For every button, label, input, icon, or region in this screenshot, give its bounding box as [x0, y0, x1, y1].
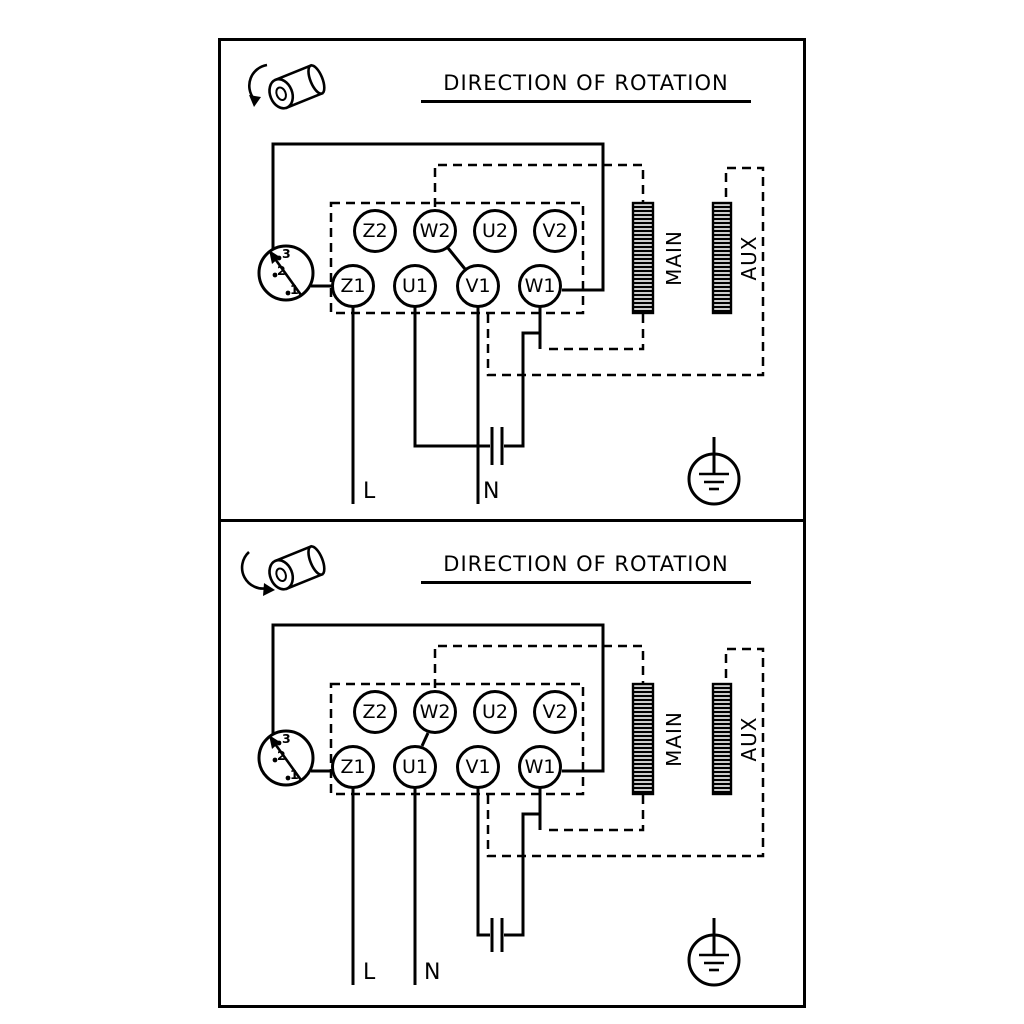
- rotation-diagram-panel-1: DIRECTION OF ROTATION Z2 W2 U2 V2 Z1 U1 …: [218, 38, 806, 522]
- terminal-v2: V2: [533, 690, 577, 734]
- wire-aux-winding-loop: [486, 166, 765, 377]
- terminal-w1: W1: [518, 745, 562, 789]
- wire-v1-to-capacitor: [476, 786, 490, 937]
- wire-main-winding-to-w1: [543, 795, 645, 832]
- terminal-v1: V1: [456, 264, 500, 308]
- switch-position-2: 2: [277, 748, 286, 763]
- aux-winding: [711, 201, 733, 315]
- neutral-label: N: [483, 479, 500, 504]
- panel-title: DIRECTION OF ROTATION: [421, 71, 751, 103]
- wire-main-winding-to-w1: [543, 314, 645, 351]
- panel-title: DIRECTION OF ROTATION: [421, 552, 751, 584]
- selector-switch-symbol: [257, 244, 333, 302]
- switch-position-1: 1: [290, 767, 299, 782]
- terminal-block-outline: [329, 682, 585, 796]
- terminal-w1: W1: [518, 264, 562, 308]
- terminal-z2: Z2: [353, 690, 397, 734]
- aux-winding-label: AUX: [737, 716, 761, 762]
- wire-capacitor-to-w1: [504, 812, 540, 937]
- wire-w2-to-main-winding: [433, 644, 645, 688]
- rotation-direction-icon: [247, 63, 326, 110]
- wire-capacitor-to-w1: [504, 331, 540, 448]
- terminal-u2: U2: [473, 209, 517, 253]
- switch-position-3: 3: [282, 731, 291, 746]
- rotation-direction-icon: [240, 544, 326, 596]
- line-label: L: [363, 479, 376, 504]
- ground-symbol: [687, 437, 741, 506]
- capacitor-symbol: [490, 918, 504, 952]
- switch-position-2: 2: [277, 263, 286, 278]
- wiring-drawing-2: [240, 544, 765, 987]
- selector-switch-symbol: [257, 729, 333, 787]
- wire-w2-to-main-winding: [433, 163, 645, 207]
- line-label: L: [363, 960, 376, 985]
- wire-w2-to-v1: [446, 247, 467, 270]
- main-winding-label: MAIN: [662, 711, 686, 767]
- wire-w2-to-u1: [420, 732, 430, 747]
- terminal-u1: U1: [393, 264, 437, 308]
- capacitor-symbol: [490, 427, 504, 465]
- neutral-label: N: [424, 960, 441, 985]
- ground-symbol: [687, 918, 741, 987]
- terminal-z2: Z2: [353, 209, 397, 253]
- switch-position-1: 1: [290, 282, 299, 297]
- terminal-v2: V2: [533, 209, 577, 253]
- terminal-v1: V1: [456, 745, 500, 789]
- wire-switch-to-w1: [271, 623, 605, 773]
- terminal-w2: W2: [413, 690, 457, 734]
- aux-winding-label: AUX: [737, 235, 761, 281]
- terminal-w2: W2: [413, 209, 457, 253]
- wire-u1-to-capacitor: [413, 305, 490, 448]
- wire-aux-winding-loop: [486, 647, 765, 858]
- main-winding: [631, 201, 655, 315]
- main-winding-label: MAIN: [662, 230, 686, 286]
- terminal-z1: Z1: [331, 264, 375, 308]
- wire-switch-to-w1: [271, 142, 605, 292]
- terminal-block-outline: [329, 201, 585, 315]
- aux-winding: [711, 682, 733, 796]
- main-winding: [631, 682, 655, 796]
- wiring-drawing-1: [247, 63, 765, 506]
- rotation-diagram-panel-2: DIRECTION OF ROTATION Z2 W2 U2 V2 Z1 U1 …: [218, 519, 806, 1008]
- terminal-u2: U2: [473, 690, 517, 734]
- terminal-u1: U1: [393, 745, 437, 789]
- switch-position-3: 3: [282, 246, 291, 261]
- terminal-z1: Z1: [331, 745, 375, 789]
